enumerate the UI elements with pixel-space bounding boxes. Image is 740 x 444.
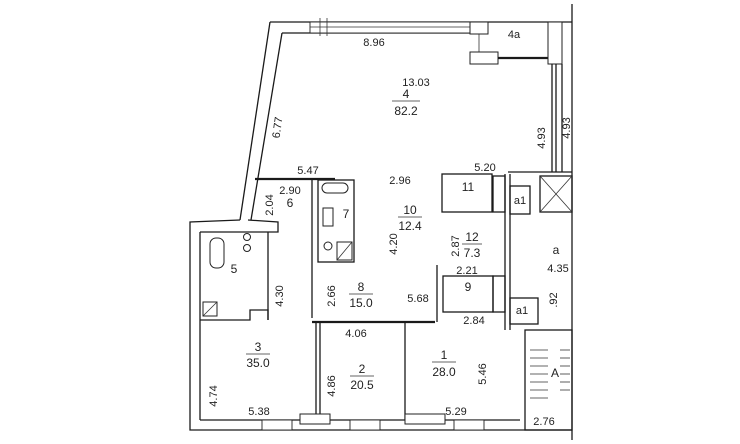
room-4-area: 82.2	[394, 104, 418, 118]
dim-5-20: 5.20	[474, 162, 495, 174]
room-12-area: 7.3	[464, 246, 481, 260]
dim-2-87: 2.87	[450, 235, 462, 256]
room-12-number: 12	[465, 230, 479, 244]
room-5-label: 5	[231, 262, 238, 276]
dim-0-92: .92	[548, 292, 560, 307]
room-10-area: 12.4	[398, 219, 422, 233]
dim-4-74: 4.74	[208, 385, 220, 406]
bathtub-icon	[321, 182, 349, 194]
room-8-area: 15.0	[349, 296, 373, 310]
room-labels: 4 82.2 4a 1 28.0 2 20.5 3 35.0 5 6 7 8 1…	[231, 29, 560, 392]
room-a1-top-label: a1	[514, 195, 526, 207]
dim-4-30: 4.30	[274, 285, 286, 306]
dim-5-47: 5.47	[297, 165, 318, 177]
room-a1-bottom-label: a1	[516, 305, 528, 317]
dim-2-76: 2.76	[533, 416, 554, 428]
room-9-label: 9	[465, 280, 472, 294]
room-a-label: a	[553, 243, 560, 257]
stair-A-label: A	[551, 366, 559, 380]
room-1-area: 28.0	[432, 365, 456, 379]
room-4a-label: 4a	[508, 29, 521, 41]
interior-walls	[200, 173, 573, 431]
room-11-label: 11	[462, 180, 475, 194]
toilet-icon	[323, 241, 333, 251]
dim-4-93-a: 4.93	[536, 127, 548, 148]
outer-walls	[189, 4, 573, 440]
dim-2-90: 2.90	[279, 185, 300, 197]
dim-6-77: 6.77	[271, 116, 286, 139]
room-2-number: 2	[359, 362, 366, 376]
dim-4-86: 4.86	[326, 375, 338, 396]
room-1-number: 1	[441, 348, 448, 362]
dim-5-29: 5.29	[445, 406, 466, 418]
sink-icon	[243, 233, 251, 241]
dim-2-04: 2.04	[264, 194, 276, 215]
fixtures	[202, 182, 353, 317]
room-4-number: 4	[403, 87, 410, 101]
dimensions: 8.96 13.03 6.77 4.93 4.93 5.47 2.90 2.04…	[208, 37, 573, 428]
dim-2-96: 2.96	[389, 175, 410, 187]
sink-icon	[322, 207, 334, 227]
sink-icon	[243, 244, 251, 252]
dim-4-35: 4.35	[547, 263, 568, 275]
room-3-number: 3	[255, 340, 262, 354]
room-10-number: 10	[403, 203, 417, 217]
room-6-label: 6	[287, 196, 294, 210]
dim-4-06: 4.06	[345, 328, 366, 340]
dim-2-21: 2.21	[456, 265, 477, 277]
dim-2-66: 2.66	[326, 285, 338, 306]
dim-5-68: 5.68	[407, 293, 428, 305]
dim-2-84: 2.84	[463, 315, 484, 327]
dim-13-03: 13.03	[402, 77, 430, 89]
room-2-area: 20.5	[350, 378, 374, 392]
right-shafts	[508, 64, 572, 173]
dim-5-46: 5.46	[477, 363, 489, 384]
dim-4-93-b: 4.93	[561, 117, 573, 138]
dim-5-38: 5.38	[248, 406, 269, 418]
top-windows	[309, 18, 563, 65]
bathtub-icon	[209, 237, 225, 269]
dim-8-96: 8.96	[363, 37, 384, 49]
stairs-A	[530, 349, 570, 399]
dim-4-20: 4.20	[388, 233, 400, 254]
room-7-label: 7	[343, 207, 350, 221]
room-8-number: 8	[358, 280, 365, 294]
room-3-area: 35.0	[246, 356, 270, 370]
